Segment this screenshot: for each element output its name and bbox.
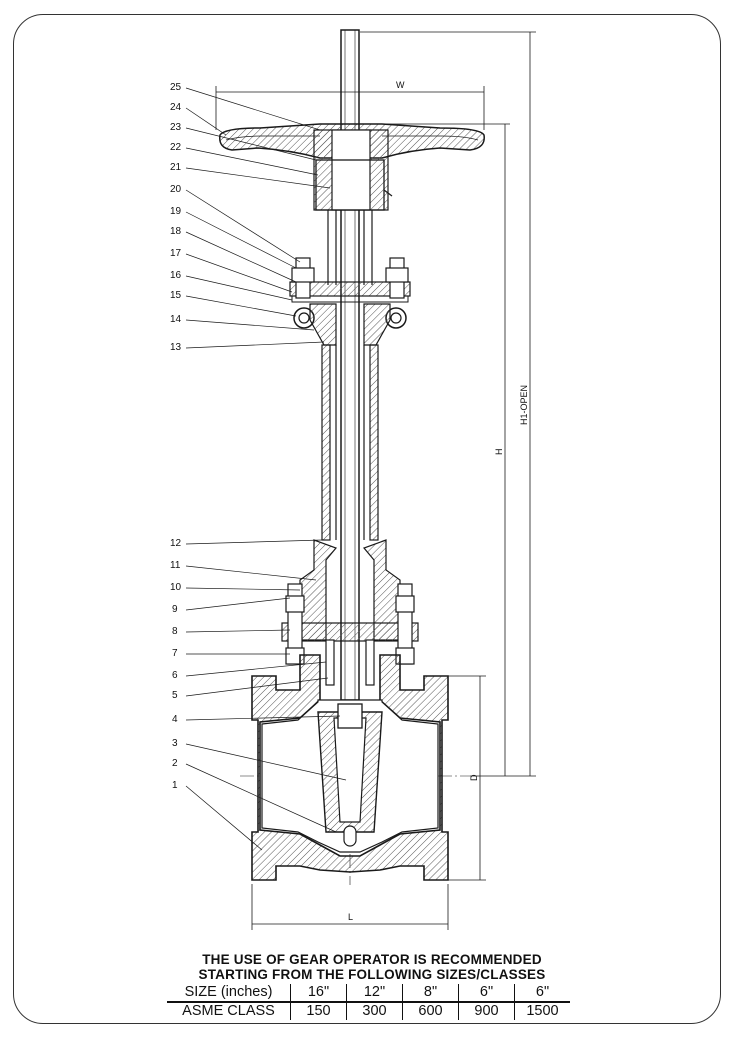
- size-row: SIZE (inches) 16" 12" 8" 6" 6": [167, 984, 570, 1003]
- part-label: 10: [170, 582, 182, 593]
- size-row-label: SIZE (inches): [167, 984, 291, 1003]
- dimension-lines: [215, 31, 536, 930]
- part-label: 9: [172, 604, 178, 615]
- class-cell: 600: [402, 1002, 459, 1020]
- bonnet: [281, 539, 419, 686]
- class-row-label: ASME CLASS: [182, 1003, 275, 1019]
- part-label: 14: [170, 314, 182, 325]
- class-cell: 900: [458, 1002, 515, 1020]
- size-cell: 6": [514, 984, 570, 1003]
- part-label: 1: [172, 780, 178, 791]
- part-label: 23: [170, 122, 182, 133]
- part-label: 25: [170, 82, 182, 93]
- dimension-labels: W H1-OPEN H D L: [348, 80, 529, 922]
- part-label: 20: [170, 184, 182, 195]
- part-label: 21: [170, 162, 182, 173]
- class-cell: 150: [290, 1002, 347, 1020]
- part-label: 8: [172, 626, 178, 637]
- wedge: [317, 703, 383, 847]
- size-cell: 16": [290, 984, 347, 1003]
- gear-operator-note-line1: THE USE OF GEAR OPERATOR IS RECOMMENDED: [202, 952, 542, 967]
- part-label: 7: [172, 648, 178, 659]
- gland-bolts: [291, 257, 409, 329]
- part-label: 16: [170, 270, 182, 281]
- dim-w-label: W: [396, 80, 405, 90]
- dim-d-label: D: [469, 774, 479, 781]
- part-label: 3: [172, 738, 178, 749]
- part-label: 11: [170, 560, 181, 571]
- size-class-table: SIZE (inches) 16" 12" 8" 6" 6" ASME CLAS…: [167, 984, 570, 1020]
- part-label: 12: [170, 538, 182, 549]
- class-cell: 1500: [514, 1002, 570, 1020]
- dim-l-label: L: [348, 912, 353, 922]
- size-cell: 12": [346, 984, 403, 1003]
- gear-operator-note-line2: STARTING FROM THE FOLLOWING SIZES/CLASSE…: [198, 967, 546, 982]
- part-number-labels: 25 24 23 22 21 20 19 18 17 16 15 14 13 1…: [170, 82, 182, 791]
- part-label: 6: [172, 670, 178, 681]
- size-cell: 6": [458, 984, 515, 1003]
- class-cell: 300: [346, 1002, 403, 1020]
- part-label: 15: [170, 290, 182, 301]
- part-label: 17: [170, 248, 182, 259]
- part-label: 18: [170, 226, 182, 237]
- part-label: 5: [172, 690, 178, 701]
- part-label: 2: [172, 758, 178, 769]
- part-label: 22: [170, 142, 182, 153]
- handwheel: [219, 123, 485, 211]
- drawing-frame: [13, 14, 721, 1024]
- bonnet-extension: [321, 344, 379, 541]
- part-label: 13: [170, 342, 182, 353]
- bonnet-bolts: [285, 583, 415, 665]
- yoke: [289, 210, 411, 303]
- leader-lines: [185, 87, 347, 851]
- part-label: 19: [170, 206, 182, 217]
- size-cell: 8": [402, 984, 459, 1003]
- dim-h-label: H: [494, 449, 504, 456]
- part-label: 4: [172, 714, 178, 725]
- class-row: ASME CLASS 150 300 600 900 1500: [167, 1002, 570, 1020]
- part-label: 24: [170, 102, 182, 113]
- dim-h1-label: H1-OPEN: [519, 385, 529, 425]
